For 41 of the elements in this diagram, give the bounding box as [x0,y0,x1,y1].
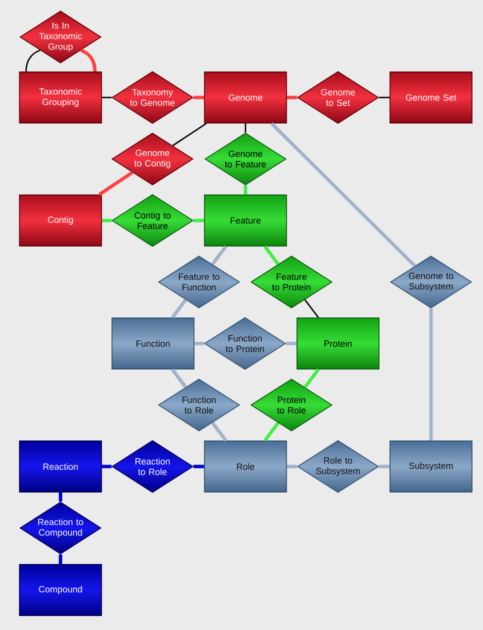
connector-line [171,298,188,319]
entity-box: Subsystem [390,440,472,492]
connector-line [102,96,112,98]
entity-box: Reaction [19,440,102,492]
connector-line [193,464,204,468]
connector-line [25,50,40,72]
connector-line [211,245,228,266]
connector-line [58,492,62,502]
entity-box: Feature [204,194,287,246]
connector-line [286,342,297,346]
connector-line [80,48,97,72]
connector-line [244,185,248,195]
connector-line [172,122,207,146]
connector-line [193,96,204,100]
connector-line [286,96,298,100]
connector-line [264,422,280,442]
connector-line [270,122,416,268]
connector-line [211,422,228,442]
entity-box: Role [204,440,287,492]
entity-box: Compound [19,564,102,616]
entity-box: Genome Set [390,72,472,124]
connector-line [264,245,280,266]
connector-line [171,368,188,388]
connector-line [286,464,298,468]
connector-line [304,368,320,388]
connector-line [98,171,134,196]
entity-box: Contig [19,194,102,246]
entity-box: Genome [204,72,287,124]
connector-line [194,342,204,346]
connector-line [304,299,319,318]
entity-box: Function [112,318,194,370]
entity-box: Taxonomic Grouping [19,72,102,124]
connector-line [378,96,390,98]
connector-line [429,308,433,441]
connector-line [193,218,204,222]
entity-box: Protein [296,318,380,370]
connector-line [378,464,390,468]
connector-line [102,218,112,222]
connector-line [58,554,62,564]
connector-line [102,464,112,468]
connector-line [244,123,246,133]
